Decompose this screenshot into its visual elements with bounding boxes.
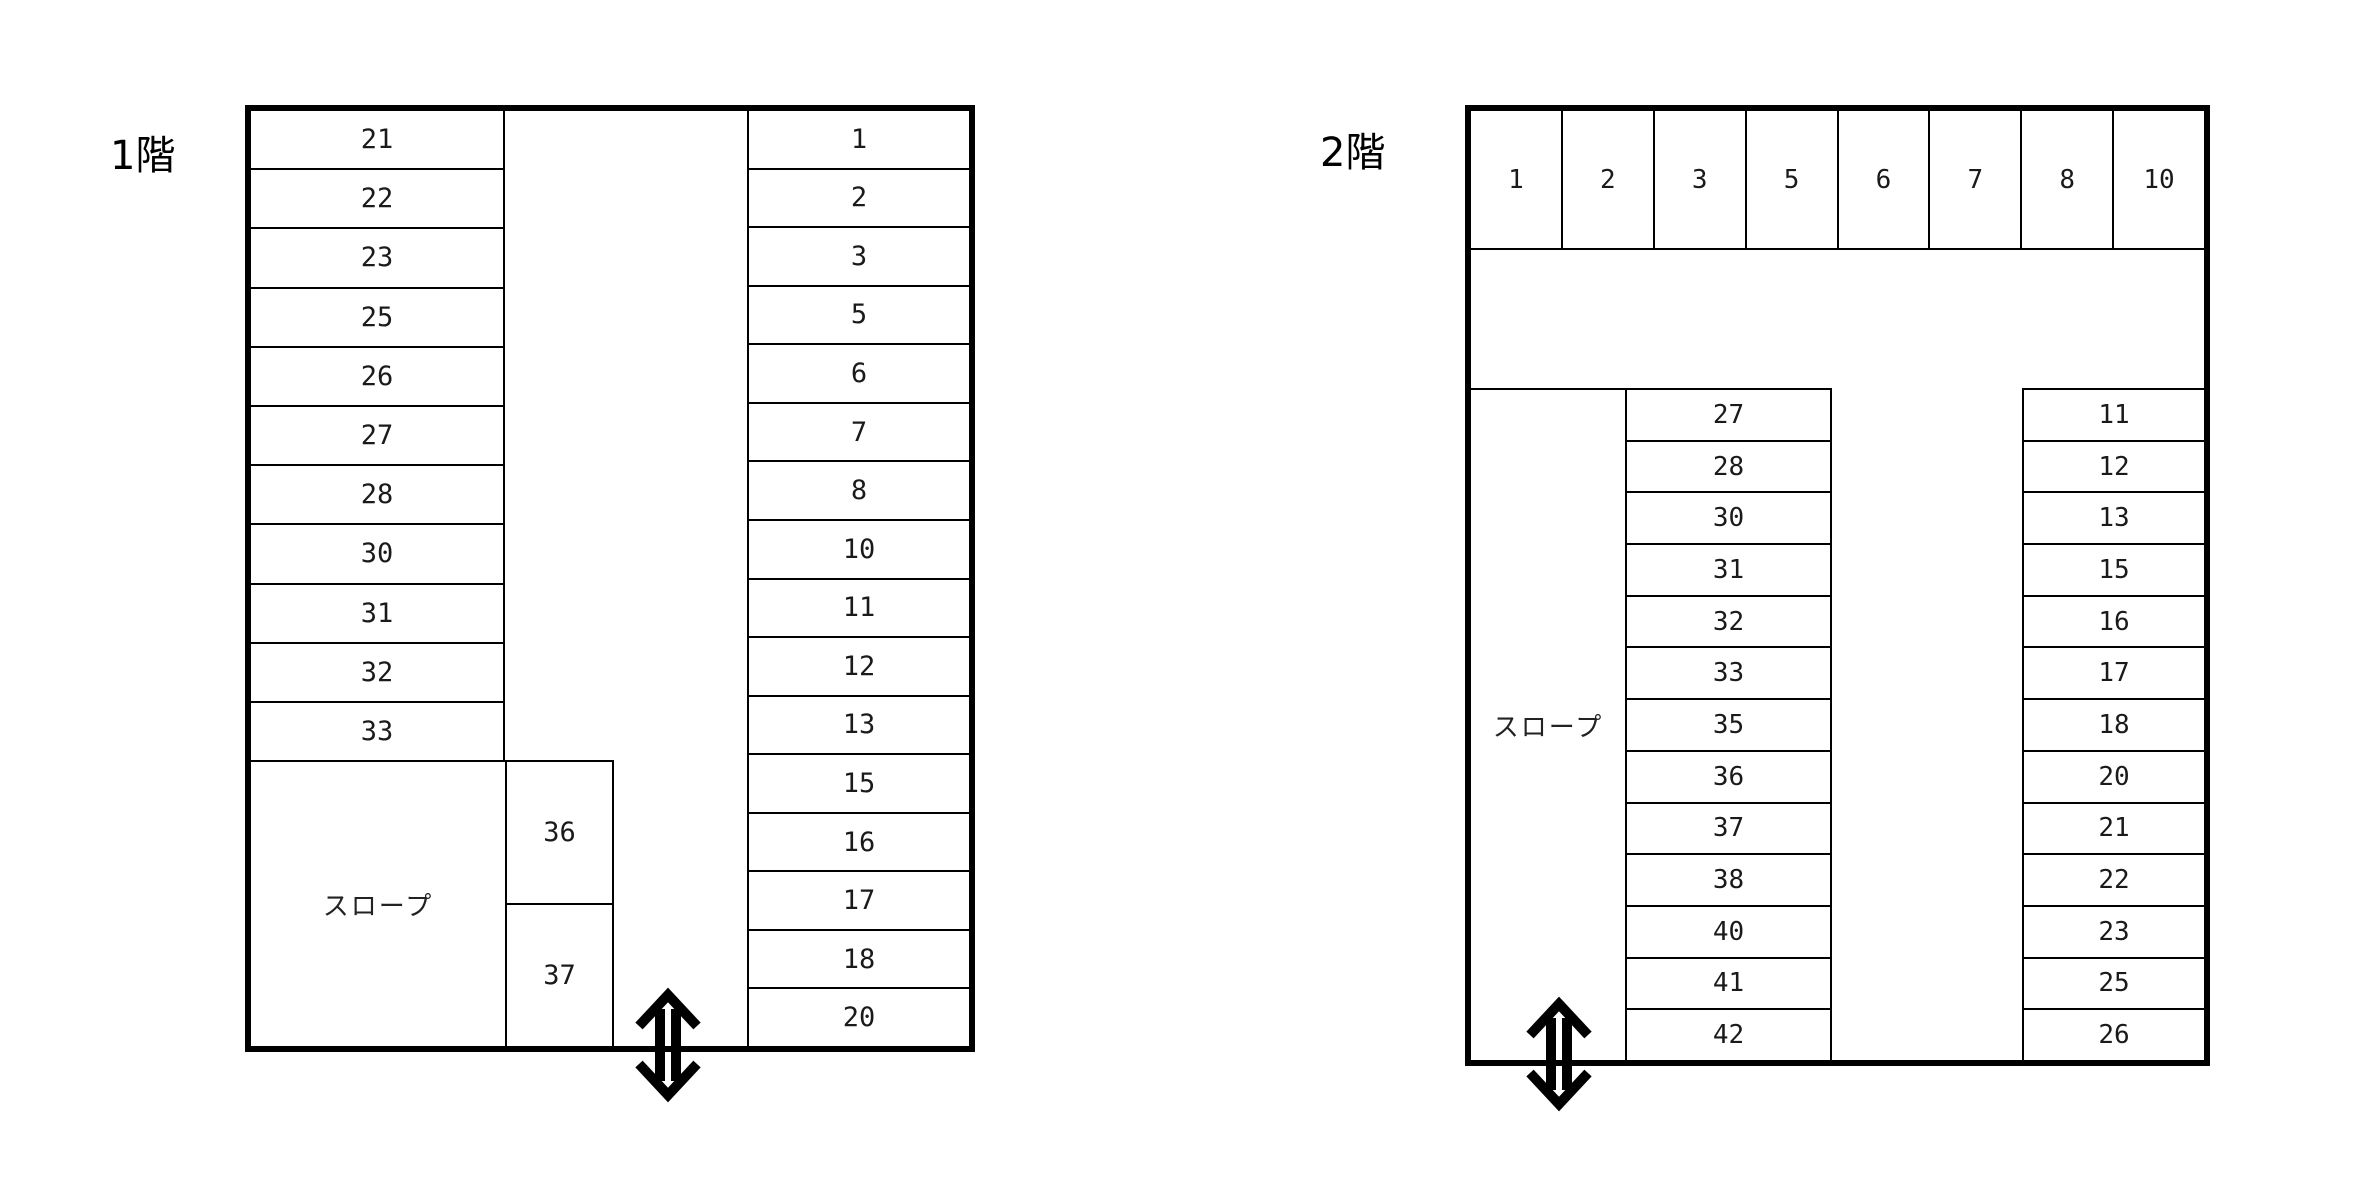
floor1-plan: 21 22 23 25 26 27 28 30 31 32 33 スロープ 36… (245, 105, 975, 1052)
stall: 18 (2024, 700, 2204, 752)
stall: 12 (2024, 441, 2204, 494)
stall: 10 (2114, 111, 2204, 248)
stall: 22 (2024, 855, 2204, 907)
stall: 23 (2024, 906, 2204, 959)
stall: 16 (749, 813, 969, 873)
floor1-title: 1階 (110, 133, 176, 179)
stall: 11 (749, 579, 969, 639)
stall: 32 (1627, 596, 1830, 649)
stall: 12 (749, 638, 969, 697)
floor1-right-stall-column: 1 2 3 5 6 7 8 10 11 12 13 15 16 17 18 20 (747, 111, 969, 1046)
floor1-ramp-area: スロープ (251, 760, 505, 1046)
stall: 27 (1627, 390, 1830, 442)
stall: 6 (749, 345, 969, 404)
stall: 30 (1627, 493, 1830, 546)
stall: 11 (2024, 390, 2204, 442)
floor2-top-stall-row: 1 2 3 5 6 7 8 10 (1471, 111, 2204, 250)
floor1-updown-arrow-icon (635, 987, 701, 1103)
stall: 25 (2024, 958, 2204, 1011)
stall: 1 (1471, 111, 1563, 248)
stall: 38 (1627, 855, 1830, 907)
stall: 26 (2024, 1010, 2204, 1060)
stall: 18 (749, 930, 969, 990)
stall: 17 (749, 872, 969, 931)
floor2-ramp-area: スロープ (1471, 388, 1625, 1060)
stall: 7 (749, 403, 969, 463)
stall: 1 (749, 111, 969, 170)
stall: 21 (251, 111, 503, 171)
ramp-label: スロープ (322, 891, 434, 922)
stall: 42 (1627, 1010, 1830, 1060)
stall: 26 (251, 347, 503, 407)
stall: 28 (1627, 441, 1830, 494)
stall: 3 (1654, 111, 1747, 248)
stall: 35 (1627, 700, 1830, 752)
stall: 5 (1746, 111, 1839, 248)
stall: 27 (251, 406, 503, 467)
stall: 13 (2024, 493, 2204, 546)
stall: 17 (2024, 648, 2204, 701)
stall: 8 (2022, 111, 2115, 248)
stall: 41 (1627, 958, 1830, 1011)
floor2-updown-arrow-icon (1526, 996, 1592, 1112)
stall: 15 (2024, 545, 2204, 597)
stall: 5 (749, 286, 969, 346)
stall: 8 (749, 462, 969, 521)
stall: 20 (749, 989, 969, 1046)
stall: 7 (1930, 111, 2023, 248)
stall: 37 (507, 905, 612, 1046)
stall: 25 (251, 288, 503, 348)
stall: 33 (251, 702, 503, 761)
stall: 3 (749, 228, 969, 287)
floor2-right-stall-column: 11 12 13 15 16 17 18 20 21 22 23 25 26 (2022, 388, 2204, 1060)
stall: 36 (507, 762, 612, 905)
stall: 33 (1627, 648, 1830, 701)
stall: 32 (251, 643, 503, 703)
stall: 10 (749, 520, 969, 580)
floor1-island-stall-column: 36 37 (505, 760, 614, 1046)
stall: 6 (1838, 111, 1931, 248)
stall: 30 (251, 525, 503, 585)
floor2-title: 2階 (1320, 130, 1386, 176)
floor1-left-stall-column: 21 22 23 25 26 27 28 30 31 32 33 (251, 111, 505, 761)
stall: 23 (251, 229, 503, 289)
stall: 36 (1627, 751, 1830, 804)
stall: 16 (2024, 596, 2204, 649)
stall: 22 (251, 170, 503, 230)
stall: 20 (2024, 751, 2204, 804)
stall: 31 (251, 584, 503, 644)
stall: 28 (251, 466, 503, 526)
stall: 31 (1627, 545, 1830, 597)
ramp-label: スロープ (1492, 712, 1604, 743)
stall: 40 (1627, 906, 1830, 959)
floor2-plan: 1 2 3 5 6 7 8 10 スロープ 27 28 30 31 32 33 … (1465, 105, 2210, 1066)
stall: 13 (749, 696, 969, 756)
stall: 2 (1562, 111, 1655, 248)
stall: 15 (749, 755, 969, 814)
stall: 2 (749, 169, 969, 229)
stall: 21 (2024, 803, 2204, 856)
floor2-middle-stall-column: 27 28 30 31 32 33 35 36 37 38 40 41 42 (1625, 388, 1832, 1060)
stall: 37 (1627, 803, 1830, 856)
